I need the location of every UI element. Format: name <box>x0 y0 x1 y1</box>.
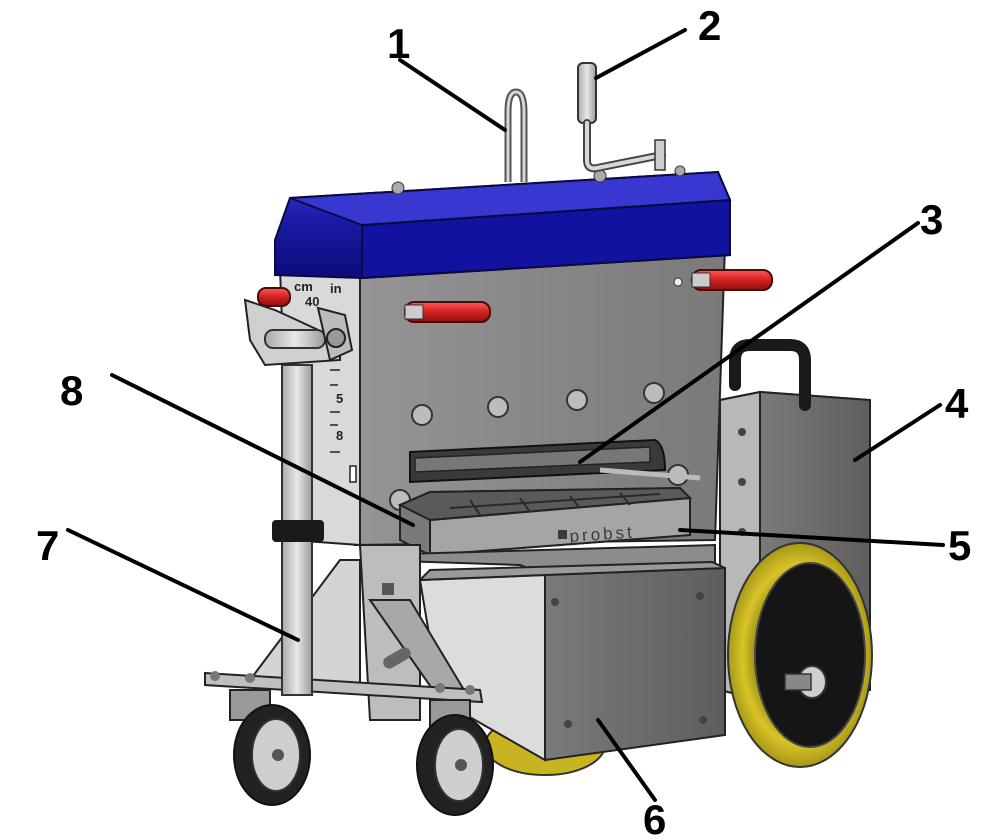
callout-5: 5 <box>948 522 971 569</box>
callout-numbers: 1 2 3 4 5 6 7 8 <box>36 2 971 837</box>
plate-bolts <box>389 382 689 511</box>
motor-box <box>369 543 726 762</box>
callout-8: 8 <box>60 367 83 414</box>
top-cover <box>274 165 732 280</box>
red-grip-left <box>404 301 491 323</box>
scale-unit-cm: cm <box>294 279 313 294</box>
scale-unit-in: in <box>330 281 342 296</box>
callout-3: 3 <box>920 196 943 243</box>
caster-base <box>204 671 484 704</box>
callout-1: 1 <box>387 20 410 67</box>
crank-handle <box>577 62 666 173</box>
callout-6: 6 <box>643 796 666 837</box>
front-caster-right <box>416 699 494 816</box>
front-caster-left <box>229 689 311 806</box>
height-adjust-column <box>243 298 354 696</box>
red-grip-far <box>257 287 291 307</box>
callout-7: 7 <box>36 522 59 569</box>
scale-mark: 5 <box>336 391 343 406</box>
brand-logo: probst <box>569 522 635 546</box>
leader-line-4 <box>853 403 942 462</box>
red-grip-right <box>691 269 773 291</box>
leader-line-1 <box>398 58 507 132</box>
leader-line-3 <box>578 221 920 464</box>
scale-mark: 40 <box>305 294 319 309</box>
callout-4: 4 <box>945 380 969 427</box>
leader-line-6 <box>596 718 657 802</box>
callout-leaders <box>66 28 945 802</box>
leader-line-2 <box>594 28 687 80</box>
scale-mark: 8 <box>336 428 343 443</box>
height-scale: cm in 40 5 8 <box>294 279 357 483</box>
callout-2: 2 <box>698 2 721 49</box>
rear-wheel-right <box>727 542 873 768</box>
leader-line-7 <box>66 528 300 642</box>
cutting-plate: probst <box>397 486 693 557</box>
leader-line-8 <box>110 373 415 527</box>
leader-line-5 <box>678 528 945 547</box>
lifting-eye <box>504 88 528 182</box>
